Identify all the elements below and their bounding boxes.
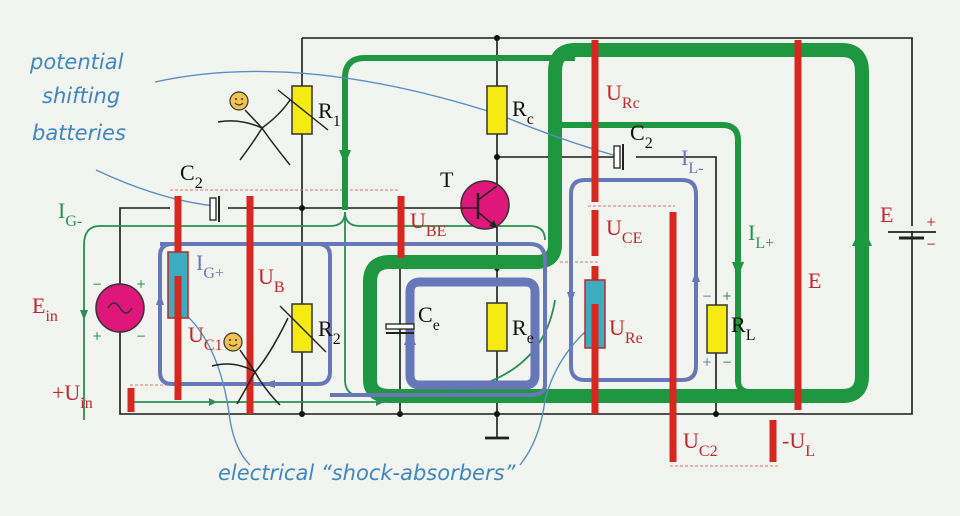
transistor-t [460,180,510,230]
note-shifting: shifting [42,84,120,108]
label-ig-plus: IG+ [196,250,224,282]
label-ig-minus: IG- [58,198,82,230]
svg-text:+: + [722,289,732,303]
smiley-face-icon [223,332,243,352]
polarity-marks: − + + − − + + − + − [92,215,936,369]
voltage-labels: UC1 UB UBE URc UCE URe UC2 -UL +Uin Ein … [32,80,893,460]
label-uc1: UC1 [188,322,223,354]
battery-e [888,226,936,240]
svg-text:−: − [702,289,712,303]
junction-dots [299,35,719,417]
label-ub: UB [258,264,285,296]
ac-source-ein [95,283,145,333]
svg-text:+: + [702,355,712,369]
label-il-plus: IL+ [748,220,774,252]
current-labels: IG- IG+ IL- IL+ [58,145,774,282]
resistor-re [486,302,508,352]
label-c2-right: C2 [630,120,653,152]
label-uc2: UC2 [683,428,718,460]
label-il-minus: IL- [681,145,703,177]
svg-text:+: + [92,329,102,343]
label-ul: -UL [782,428,815,460]
label-uin: +Uin [52,380,93,412]
svg-text:+: + [926,215,936,229]
note-potential: potential [29,50,124,74]
component-labels: R1 R2 Rc Re RL Ce C2 C2 T [180,96,755,348]
label-c2-left: C2 [180,160,203,192]
resistor-rl [706,304,728,354]
r2-variable-arrow [279,305,327,353]
label-e-bar: E [808,268,821,293]
label-ce: Ce [418,302,440,334]
sine-wave-icon [107,302,133,314]
coupling-capacitor-cells [167,251,606,349]
label-rc: Rc [512,96,534,128]
smiley-face-icon [229,91,249,111]
label-ure: URe [609,315,643,347]
svg-text:−: − [136,329,146,343]
label-ube: UBE [410,208,446,240]
r1-variable-arrow [277,89,329,131]
note-batteries: batteries [32,121,126,145]
svg-text:−: − [92,277,102,291]
capacitor-ce [385,323,415,330]
label-r1: R1 [318,98,341,130]
capacitors [209,144,624,334]
label-ein: Ein [32,293,58,325]
annotation-leaders [95,70,621,466]
stick-figure-bottom [211,317,289,406]
blue-current-loops [156,178,700,397]
stick-figure-top [217,91,291,166]
svg-text:−: − [926,237,936,251]
label-uce: UCE [606,215,642,247]
resistor-rc [486,85,508,135]
label-rl: RL [731,312,755,344]
capacitor-c2-right [613,145,621,169]
capacitor-c2-left [209,197,217,221]
label-urc: URc [606,80,640,112]
label-re: Re [512,315,534,347]
reference-dashes [130,189,780,467]
svg-text:−: − [722,355,732,369]
label-e-battery: E [880,202,893,227]
note-shock-absorbers: electrical “shock-absorbers” [218,461,517,485]
label-r2: R2 [318,316,341,348]
e-loop-arrow-up [852,225,872,246]
label-transistor: T [440,167,454,192]
annotation-texts: potential shifting batteries electrical … [29,50,517,485]
svg-text:+: + [136,277,146,291]
resistors [277,85,728,354]
